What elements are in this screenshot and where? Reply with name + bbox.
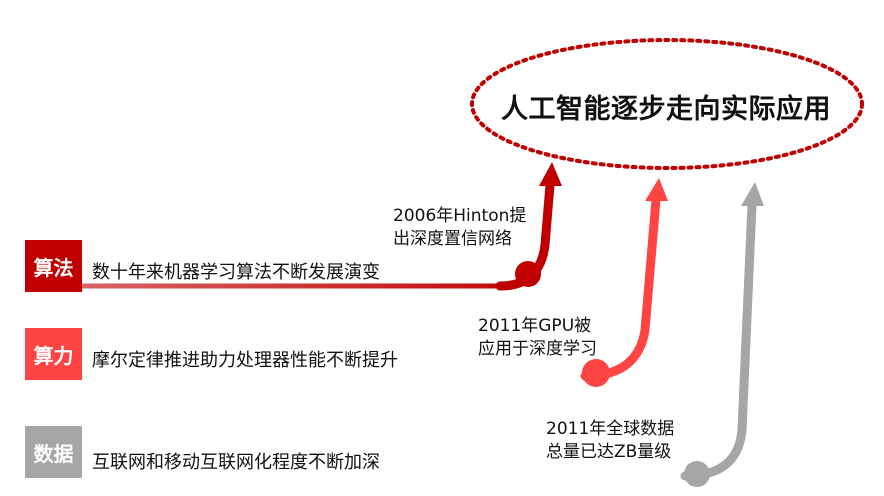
algorithm-milestone: 2006年Hinton提 出深度置信网络 bbox=[393, 205, 526, 251]
data-track-line-rise bbox=[680, 200, 757, 481]
computing-milestone-line1: 2011年GPU被 bbox=[478, 316, 592, 336]
computing-description: 摩尔定律推进助力处理器性能不断提升 bbox=[92, 350, 398, 371]
data-milestone-dot bbox=[684, 461, 710, 487]
computing-milestone-line2: 应用于深度学习 bbox=[478, 339, 597, 359]
data-milestone: 2011年全球数据 总量已达ZB量级 bbox=[546, 418, 674, 464]
algorithm-milestone-line1: 2006年Hinton提 bbox=[393, 206, 527, 226]
tag-algorithm: 算法 bbox=[25, 240, 82, 292]
computing-milestone-dot bbox=[582, 359, 610, 387]
data-description: 互联网和移动互联网化程度不断加深 bbox=[92, 452, 380, 473]
goal-title: 人工智能逐步走向实际应用 bbox=[501, 93, 831, 125]
algorithm-arrow-head bbox=[539, 162, 562, 186]
computing-arrow-head bbox=[645, 178, 668, 201]
algorithm-milestone-dot bbox=[515, 261, 541, 287]
computing-milestone: 2011年GPU被 应用于深度学习 bbox=[478, 315, 597, 361]
goal-ellipse bbox=[470, 38, 864, 170]
algorithm-milestone-line2: 出深度置信网络 bbox=[393, 229, 512, 249]
tag-computing-power: 算力 bbox=[25, 328, 82, 380]
tag-data: 数据 bbox=[25, 426, 82, 478]
data-arrow-head bbox=[741, 182, 764, 206]
data-milestone-line1: 2011年全球数据 bbox=[546, 419, 675, 439]
algorithm-description: 数十年来机器学习算法不断发展演变 bbox=[92, 262, 380, 283]
data-milestone-line2: 总量已达ZB量级 bbox=[546, 442, 672, 462]
